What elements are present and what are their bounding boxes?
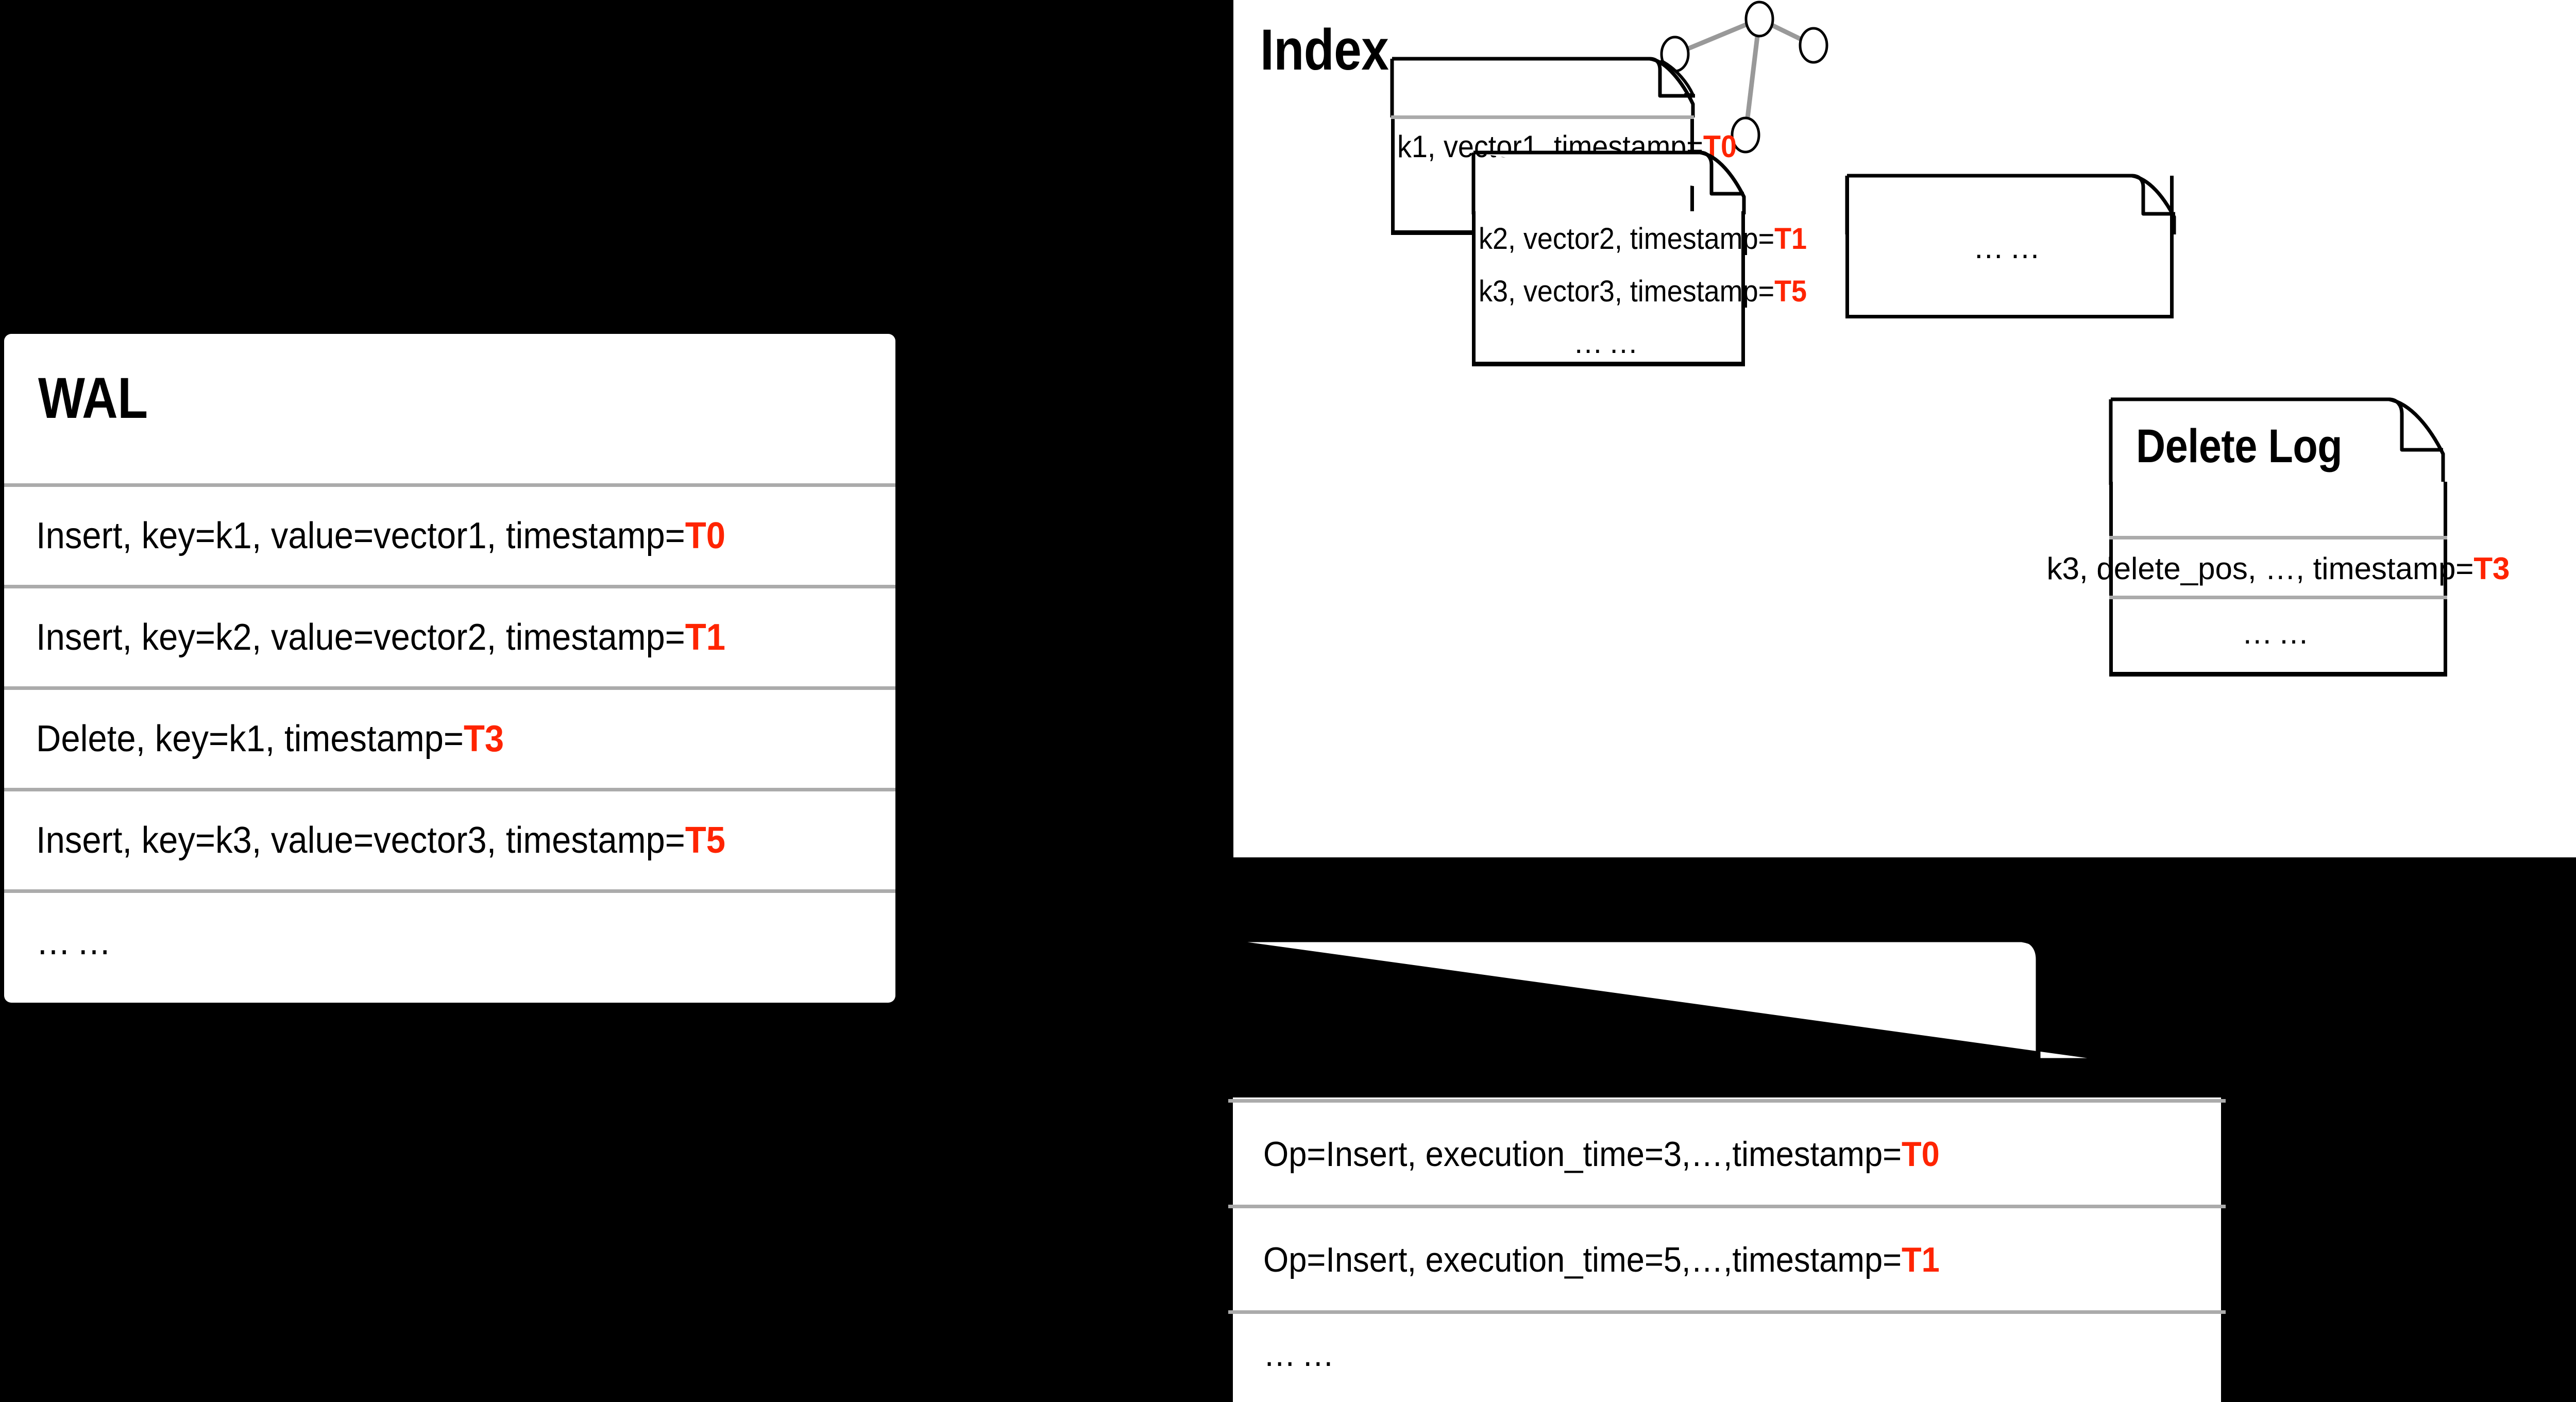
delete-log-row-timestamp: T3 <box>2473 551 2510 586</box>
card-shape <box>1845 174 2176 234</box>
bin-log-divider <box>1228 1310 2226 1314</box>
tree-edge-root-bottom <box>1743 19 1762 136</box>
bin-log-row-text: Op=Insert, execution_time=5,…,timestamp= <box>1263 1240 1902 1279</box>
bin-log-row-timestamp: T0 <box>1902 1134 1940 1174</box>
delete-log-row: k3, delete_pos, …, timestamp=T3 <box>2047 539 2510 597</box>
bin-log-footer <box>1228 1314 2226 1402</box>
bin-log-row-wrap <box>1228 1208 2226 1311</box>
wal-row-timestamp: T1 <box>685 617 725 658</box>
delete-log-card <box>2109 396 2447 485</box>
delete-log-divider <box>2109 596 2447 599</box>
tree-nodes <box>1660 1 1828 154</box>
bin-log-divider <box>1228 1205 2226 1208</box>
bin-log-row: …… <box>1263 1318 2222 1390</box>
delete-log-body2 <box>2109 539 2447 597</box>
delete-log-footer <box>2109 596 2447 677</box>
card-shape <box>2109 397 2445 485</box>
wal-panel: WAL Insert, key=k1, value=vector1, times… <box>4 334 895 1003</box>
wal-row-text: Insert, key=k2, value=vector2, timestamp… <box>36 617 685 658</box>
wal-title: WAL <box>38 366 148 430</box>
index-card-3-row: k3, vector3, timestamp=T5 <box>1479 267 1807 315</box>
bin-log-row-text: …… <box>1263 1335 1341 1374</box>
index-card-2-row-text: …… <box>1973 230 2046 265</box>
wal-divider <box>4 889 895 893</box>
index-leaf-card-3-footer <box>1472 316 1745 366</box>
wal-row-text: Insert, key=k1, value=vector1, timestamp… <box>36 515 685 556</box>
delete-log-title: Delete Log <box>2136 420 2343 472</box>
index-card-3-row-text: k2, vector2, timestamp= <box>1479 222 1775 256</box>
index-card-3-row: k2, vector2, timestamp=T1 <box>1479 215 1807 262</box>
delete-log-row-text-2: k3, delete_pos, …, timestamp= <box>2046 551 2474 586</box>
index-card-3-row-text: …… <box>1573 326 1644 360</box>
delete-log-row: …… <box>2109 602 2447 664</box>
delete-log-row-text: …… <box>2242 615 2315 650</box>
wal-row-text: Insert, key=k3, value=vector3, timestamp… <box>36 820 685 861</box>
wal-row-timestamp: T5 <box>685 820 725 861</box>
wal-divider <box>4 483 895 487</box>
index-tree <box>1660 1 1828 154</box>
index-leaf-card-2 <box>1845 173 2177 234</box>
index-panel: Index <box>1233 0 2576 857</box>
index-leaf-card-3-body2 <box>1472 264 1745 316</box>
bin-log-row-wrap <box>1228 1103 2226 1205</box>
wal-row: Insert, key=k1, value=vector1, timestamp… <box>36 487 895 585</box>
delete-log-body <box>2109 482 2447 538</box>
bin-log-row-text: Op=Insert, execution_time=3,…,timestamp= <box>1263 1134 1902 1174</box>
wal-divider <box>4 585 895 588</box>
wal-divider <box>4 686 895 690</box>
index-leaf-card-3-body <box>1472 211 1745 264</box>
card-shape <box>1471 150 1746 214</box>
index-card-2-row: …… <box>1845 222 2174 273</box>
bin-log-row-timestamp: T1 <box>1902 1240 1940 1279</box>
wal-row: Delete, key=k1, timestamp=T3 <box>36 690 895 788</box>
index-card-3-row-timestamp: T5 <box>1774 274 1807 308</box>
bin-log-row: Op=Insert, execution_time=3,…,timestamp=… <box>1263 1103 2222 1205</box>
bin-log-divider <box>1228 1099 2226 1103</box>
bin-log-row: Op=Insert, execution_time=5,…,timestamp=… <box>1263 1208 2222 1311</box>
wal-row-text: Delete, key=k1, timestamp= <box>36 718 464 759</box>
index-card-3-row: …… <box>1472 320 1745 365</box>
wal-row-text: …… <box>36 921 118 962</box>
bin-log-title: Bin Log <box>1257 957 1417 1014</box>
wal-row-timestamp: T3 <box>463 718 504 759</box>
tree-edge-root-left <box>1674 16 1760 57</box>
wal-row: …… <box>36 893 895 991</box>
delete-log-row-timestamp-2: T3 <box>2473 551 2510 586</box>
index-card-3-row-timestamp: T1 <box>1774 222 1807 256</box>
card-shape <box>1390 57 1695 117</box>
delete-log-divider <box>2109 536 2447 539</box>
tree-node-right <box>1799 27 1828 64</box>
tree-node-mid <box>1731 116 1760 154</box>
tree-node-root <box>1744 1 1774 38</box>
wal-divider <box>4 788 895 791</box>
wal-row: Insert, key=k2, value=vector2, timestamp… <box>36 588 895 686</box>
index-title: Index <box>1260 18 1389 82</box>
index-card-1-divider <box>1391 115 1694 119</box>
index-card-3-row-text: k3, vector3, timestamp= <box>1479 274 1775 308</box>
index-leaf-card-1 <box>1390 57 1696 117</box>
index-leaf-card-3 <box>1471 149 1747 214</box>
wal-row: Insert, key=k3, value=vector3, timestamp… <box>36 791 895 889</box>
wal-row-timestamp: T0 <box>685 515 725 556</box>
